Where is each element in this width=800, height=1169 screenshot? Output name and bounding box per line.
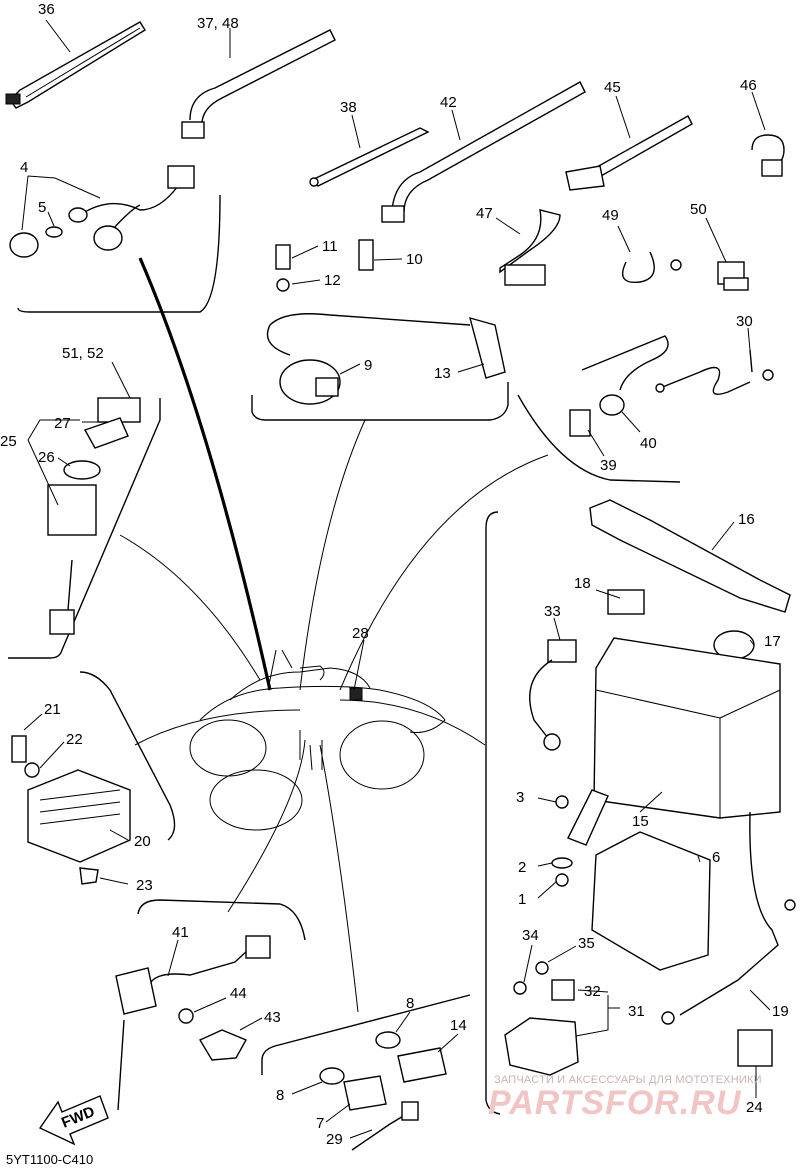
part-36-cable-tie [5,21,146,109]
part-38-strap [309,127,430,187]
part-45-cable-tie [565,115,693,191]
callout-14: 14 [450,1017,467,1034]
group-frames [8,194,681,1115]
part-39-40-switch [569,335,669,437]
callout-34: 34 [522,927,539,944]
callout-37-48: 37, 48 [197,15,239,32]
callout-25: 25 [0,433,17,450]
callout-31: 31 [628,1003,645,1020]
part-16-battery-bracket [589,499,791,660]
callout-51-52: 51, 52 [62,345,104,362]
part-46-clamp [751,134,785,177]
callout-50: 50 [690,201,707,218]
callout-43: 43 [264,1009,281,1026]
part-20-23-rectifier [11,735,131,885]
callout-24: 24 [746,1099,763,1116]
callout-19: 19 [772,1003,789,1020]
callout-16: 16 [738,511,755,528]
callout-44: 44 [230,985,247,1002]
callout-11: 11 [322,238,338,255]
part-4-5-harness [9,165,195,258]
callout-27: 27 [54,415,71,432]
drawing-code: 5YT1100-C410 [6,1152,94,1167]
part-25-27-main-switch [47,397,141,635]
fwd-direction-arrow: FWD [38,1095,109,1146]
callout-13: 13 [434,365,451,382]
part-42-cable-tie [381,81,586,223]
callout-22: 22 [66,731,83,748]
callout-35: 35 [578,935,595,952]
callout-21: 21 [44,701,61,718]
callout-labels: 36 37, 48 38 42 45 46 4 5 11 10 12 9 13 … [0,1,789,1148]
part-7-8-14-29-senders [319,1031,447,1151]
callout-15: 15 [632,813,649,830]
callout-1: 1 [518,891,526,908]
part-47-clamp [499,209,561,286]
callout-47: 47 [476,205,493,222]
callout-40: 40 [640,435,657,452]
callout-38: 38 [340,99,357,116]
callout-39: 39 [600,457,617,474]
callout-29: 29 [326,1131,343,1148]
callout-3: 3 [516,789,524,806]
part-15-battery [529,637,781,819]
callout-30: 30 [736,313,753,330]
part-50-clip [717,261,749,291]
callout-8-bottom: 8 [276,1087,284,1104]
callout-32: 32 [584,983,601,1000]
callout-46: 46 [740,77,757,94]
callout-8-top: 8 [406,995,414,1012]
callout-23: 23 [136,877,153,894]
callout-20: 20 [134,833,151,850]
callout-4: 4 [20,159,28,176]
callout-12: 12 [324,272,341,289]
callout-42: 42 [440,94,457,111]
atv-outline [189,649,446,831]
callout-36: 36 [38,1,55,18]
callout-28: 28 [352,625,369,642]
callout-leaders [21,19,771,1139]
watermark-tagline: ЗАПЧАСТИ И АКСЕССУАРЫ ДЛЯ МОТОТЕХНИКИ [494,1074,762,1086]
callout-2: 2 [518,859,526,876]
callout-41: 41 [172,924,189,941]
callout-10: 10 [406,251,423,268]
callout-49: 49 [602,207,619,224]
callout-6: 6 [712,849,720,866]
callout-45: 45 [604,79,621,96]
part-1-3-6-ecu-bracket [551,789,711,971]
group-leader-lines [119,257,549,1013]
part-49-spring-clip [622,251,682,284]
part-19-battery-cable [661,811,796,1025]
watermark-logo: PARTSFOR.RU [488,1084,742,1122]
callout-26: 26 [38,449,55,466]
callout-5: 5 [38,199,46,216]
callout-18: 18 [574,575,591,592]
part-9-13-ignition-coil [266,239,506,405]
callout-17: 17 [764,633,781,650]
callout-9: 9 [364,357,372,374]
callout-33: 33 [544,603,561,620]
part-37-48-cable-tie [181,29,336,139]
part-30-lead-wire [655,349,774,395]
part-41-43-44-harness [115,935,271,1111]
callout-7: 7 [316,1115,324,1132]
part-31-35-starter-relay [504,961,773,1076]
